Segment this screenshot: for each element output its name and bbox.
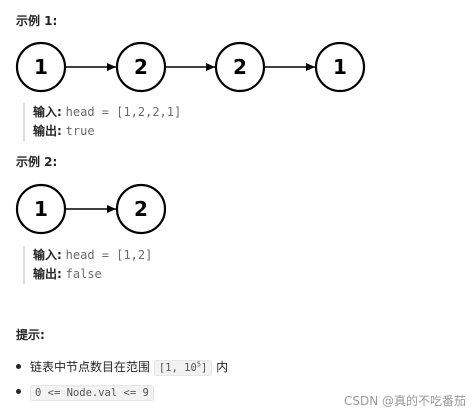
example-2-input-line: 输入: head = [1,2]: [33, 246, 152, 265]
range-code-exponent: 5: [196, 360, 201, 369]
example-2-io-block: 输入: head = [1,2] 输出: false: [23, 246, 152, 284]
input-label: 输入:: [33, 248, 62, 262]
output-label: 输出:: [33, 124, 62, 138]
input-value: head = [1,2,2,1]: [65, 105, 182, 119]
example-1-title: 示例 1:: [16, 14, 58, 28]
hint-item-node-count: 链表中节点数目在范围 [1, 105] 内: [16, 358, 229, 376]
hint-suffix: 内: [216, 360, 229, 374]
list-node: 2: [115, 41, 167, 93]
hint-text: 链表中节点数目在范围: [30, 360, 151, 374]
node-value: 2: [134, 197, 148, 221]
example-1-output-line: 输出: true: [33, 122, 181, 141]
hints-title: 提示:: [16, 328, 45, 342]
output-value: false: [65, 267, 102, 281]
list-node: 1: [15, 41, 67, 93]
csdn-watermark: CSDN @真的不吃番茄: [343, 394, 466, 408]
example-2-output-line: 输出: false: [33, 265, 152, 284]
list-node: 1: [15, 183, 67, 235]
node-value: 1: [34, 55, 48, 79]
input-label: 输入:: [33, 105, 62, 119]
input-value: head = [1,2]: [65, 248, 153, 262]
bullet-dot: [16, 389, 21, 394]
hint-item-node-value: 0 <= Node.val <= 9: [16, 385, 154, 401]
output-label: 输出:: [33, 267, 62, 281]
example-2-linked-list-diagram: 1 2: [0, 182, 474, 238]
example-1-io-block: 输入: head = [1,2,2,1] 输出: true: [23, 103, 181, 141]
example-1-input-line: 输入: head = [1,2,2,1]: [33, 103, 181, 122]
bullet-dot: [16, 364, 21, 369]
range-code-suffix: ]: [201, 362, 208, 374]
output-value: true: [65, 124, 95, 138]
node-value: 2: [134, 55, 148, 79]
example-2-title: 示例 2:: [16, 155, 58, 169]
value-range-code: 0 <= Node.val <= 9: [30, 385, 154, 401]
range-code-prefix: [1, 10: [158, 362, 197, 374]
list-node: 1: [314, 41, 366, 93]
list-node: 2: [214, 41, 266, 93]
node-value: 2: [233, 55, 247, 79]
example-1-linked-list-diagram: 1 2 2 1: [0, 40, 474, 96]
node-value: 1: [333, 55, 347, 79]
node-value: 1: [34, 197, 48, 221]
list-node: 2: [115, 183, 167, 235]
range-code: [1, 105]: [153, 360, 213, 376]
